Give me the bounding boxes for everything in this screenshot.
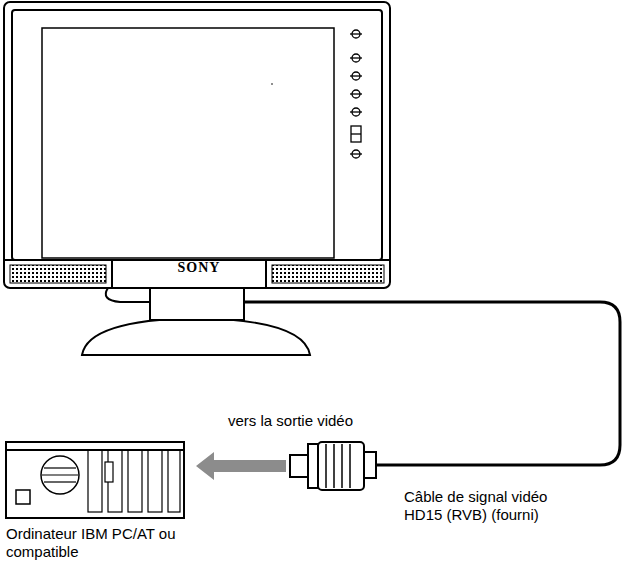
brand-name: SONY bbox=[164, 259, 234, 277]
computer-label: Ordinateur IBM PC/AT ou compatible bbox=[6, 525, 176, 561]
cable-label: Câble de signal vidéo HD15 (RVB) (fourni… bbox=[404, 488, 572, 524]
connection-note: vers la sortie vidéo bbox=[228, 412, 428, 430]
